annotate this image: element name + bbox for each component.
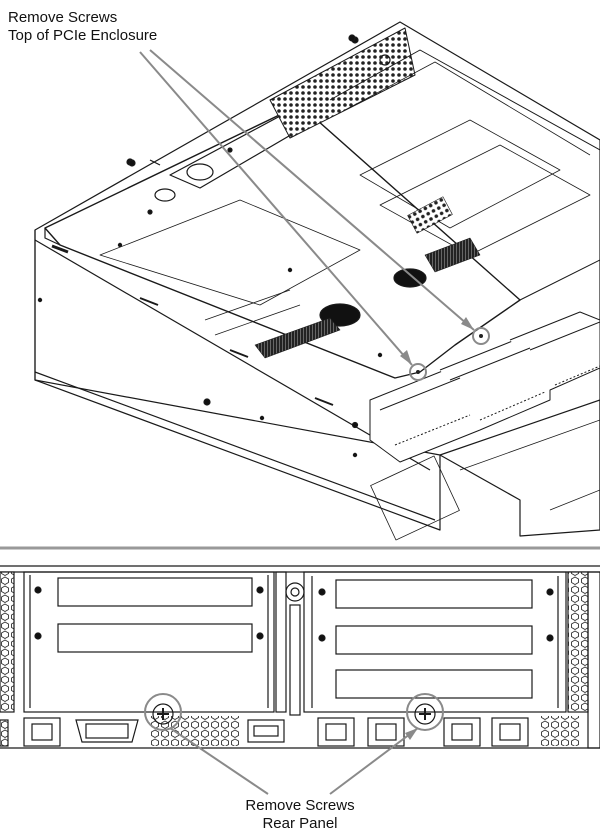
rj45-port-2 bbox=[317, 717, 355, 747]
rj45-port-4 bbox=[443, 717, 481, 747]
pcie-slot-right-1 bbox=[335, 579, 533, 609]
top-leader-line-1 bbox=[139, 51, 413, 366]
dimm-bank-1 bbox=[254, 317, 341, 359]
usb-port bbox=[247, 719, 285, 743]
top-leader-line-2 bbox=[149, 49, 475, 331]
pcie-slot-left-1 bbox=[57, 577, 253, 607]
rear-screw-right bbox=[414, 703, 436, 725]
bottom-callout-label: Remove Screws Rear Panel bbox=[230, 797, 370, 833]
rj45-port-5 bbox=[491, 717, 529, 747]
rear-screw-circle-1 bbox=[144, 693, 182, 731]
dimm-bank-2 bbox=[424, 237, 481, 273]
pcie-bay-right bbox=[303, 571, 567, 713]
io-ports bbox=[0, 716, 580, 747]
bottom-callout-line2: Rear Panel bbox=[262, 815, 338, 832]
rear-screw-left bbox=[152, 703, 174, 725]
top-callout-line2: Top of PCIe Enclosure bbox=[8, 27, 158, 44]
top-screw-circle-2 bbox=[472, 327, 490, 345]
pcie-slot-right-3 bbox=[335, 669, 533, 699]
rear-screw-circle-2 bbox=[406, 693, 444, 731]
pcie-enclosure-cover bbox=[44, 104, 521, 379]
rear-screw-callouts bbox=[144, 693, 444, 795]
top-callout-label: Remove Screws Top of PCIe Enclosure bbox=[8, 9, 157, 45]
rear-leader-line-1 bbox=[169, 727, 269, 795]
rj45-port-3 bbox=[367, 717, 405, 747]
pcie-slot-left-2 bbox=[57, 623, 253, 653]
top-screw-callouts bbox=[139, 49, 490, 381]
chassis-top-view bbox=[34, 21, 600, 541]
rear-panel-view bbox=[0, 565, 600, 749]
pcie-bay-left bbox=[23, 571, 275, 713]
rj45-port-1 bbox=[23, 717, 61, 747]
pcie-slot-right-2 bbox=[335, 625, 533, 655]
bottom-callout-line1: Remove Screws bbox=[245, 797, 355, 814]
fan-modules bbox=[369, 311, 600, 463]
rear-leader-line-2 bbox=[329, 727, 419, 795]
top-callout-line1: Remove Screws bbox=[8, 9, 118, 26]
serial-port bbox=[75, 719, 139, 743]
top-screw-circle-1 bbox=[409, 363, 427, 381]
